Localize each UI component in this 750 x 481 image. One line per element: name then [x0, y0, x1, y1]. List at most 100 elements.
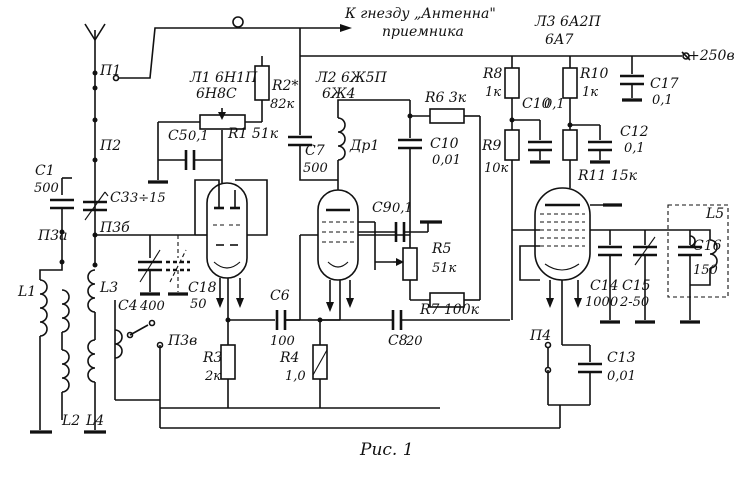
label-c9-val: 0,1: [392, 201, 413, 216]
label-c10-val: 0,01: [432, 153, 461, 168]
label-r11: R11 15к: [577, 168, 638, 184]
label-c4-val: 400: [139, 299, 165, 314]
label-c3-val: 3÷15: [130, 191, 166, 206]
l5-coil: [689, 229, 718, 286]
tube-l3: [534, 187, 591, 281]
label-c7-val: 500: [303, 161, 328, 176]
label-c5: C5: [168, 128, 188, 144]
tube-l1-alt: 6Н8С: [196, 86, 237, 102]
label-r2-val: 82к: [270, 97, 295, 112]
r10-resistor: [562, 56, 578, 125]
r6-resistor: [410, 108, 481, 300]
l5-shield: [667, 204, 729, 298]
switch-p4: [544, 330, 563, 405]
label-c12: C12: [620, 124, 649, 140]
label-r3: R3: [202, 350, 223, 366]
label-c17: C17: [650, 76, 679, 92]
l4-coil: [84, 300, 123, 434]
label-r8-val: 1к: [485, 85, 501, 100]
label-r3-val: 2к: [204, 369, 221, 384]
c12-capacitor: [570, 124, 612, 164]
tube-l3-name: Л3 6А2П: [534, 14, 601, 30]
c1-capacitor: [50, 177, 74, 232]
c5-capacitor: [148, 122, 222, 184]
label-r9: R9: [481, 138, 502, 154]
switch-p3v: [115, 319, 164, 401]
label-r4: R4: [279, 350, 299, 366]
l1-coil: [39, 262, 70, 345]
label-c7: C7: [305, 143, 325, 159]
label-r5: R5: [431, 241, 452, 257]
label-p1: П1: [99, 63, 121, 79]
label-r7: R7 100к: [419, 302, 480, 318]
label-c18-val: 50: [190, 297, 207, 312]
label-c15: C15: [622, 278, 651, 294]
r8-resistor: [504, 56, 520, 120]
antenna-note-line1: К гнезду „Антенна": [344, 6, 496, 22]
tube-l2: [317, 189, 359, 281]
label-l5: L5: [705, 206, 724, 222]
label-c16: C16: [693, 238, 722, 254]
label-c6: C6: [270, 288, 290, 304]
label-l3: L3: [99, 280, 118, 296]
r5-potentiometer: [375, 235, 418, 300]
tube-l2-alt: 6Ж4: [322, 86, 356, 102]
supply-label: +250в: [688, 48, 735, 64]
label-c14-val: 1000: [585, 295, 618, 310]
c10-capacitor: [398, 138, 422, 235]
tube-l1: [206, 182, 248, 279]
label-c8: C8: [388, 333, 408, 349]
antenna-output-wire: [118, 16, 352, 79]
label-c17-val: 0,1: [652, 93, 673, 108]
dr1-choke: [337, 108, 346, 190]
label-c13-val: 0,01: [607, 369, 636, 384]
label-p3b: П3б: [99, 220, 130, 236]
c14-capacitor: [598, 230, 622, 320]
label-c16-val: 150: [693, 263, 718, 278]
c18-capacitor: [166, 235, 190, 296]
antenna-note-line2: приемника: [382, 24, 464, 40]
label-c10: C10: [430, 136, 459, 152]
label-r6: R6 3к: [424, 90, 467, 106]
label-c3: C3: [110, 190, 130, 206]
label-dr1: Др1: [349, 138, 379, 154]
label-c18: C18: [188, 280, 217, 296]
label-p3v: П3в: [167, 333, 197, 349]
c9-capacitor: [394, 222, 406, 242]
label-c8-val: 20: [405, 334, 423, 349]
c17-capacitor: [620, 56, 644, 102]
label-c13: C13: [607, 350, 636, 366]
label-p2: П2: [99, 138, 121, 154]
label-c9: C9: [372, 200, 392, 216]
r9-resistor: [504, 120, 520, 320]
c16-capacitor: [678, 230, 702, 285]
label-r5-val: 51к: [432, 261, 457, 276]
label-l2: L2: [61, 413, 80, 429]
label-r1: R1 51к: [227, 126, 279, 142]
l2-coil: [30, 345, 70, 434]
label-l4: L4: [85, 413, 104, 429]
r4-resistor: [312, 320, 328, 408]
label-r10-val: 1к: [582, 85, 598, 100]
tube-l1-name: Л1 6Н1П: [189, 70, 258, 86]
label-r4-val: 1,0: [285, 369, 306, 384]
label-c1: C1: [35, 163, 55, 179]
c6-capacitor: [275, 310, 287, 330]
label-c10b: C10: [522, 96, 551, 112]
switch-p1: [92, 70, 120, 91]
label-c6-val: 100: [270, 334, 295, 349]
label-c15-val: 2-50: [619, 295, 649, 310]
r11-resistor: [562, 125, 578, 188]
label-c12-val: 0,1: [624, 141, 645, 156]
c10b-capacitor: [512, 119, 552, 164]
label-r9-val: 10к: [484, 161, 509, 176]
label-c5-val: 0,1: [188, 129, 209, 144]
l3-coil: [87, 235, 98, 340]
c13-capacitor: [548, 344, 602, 406]
label-c14: C14: [590, 278, 619, 294]
label-c10b-val: 0,1: [544, 97, 565, 112]
label-p4: П4: [529, 328, 551, 344]
figure-caption: Рис. 1: [359, 440, 414, 460]
